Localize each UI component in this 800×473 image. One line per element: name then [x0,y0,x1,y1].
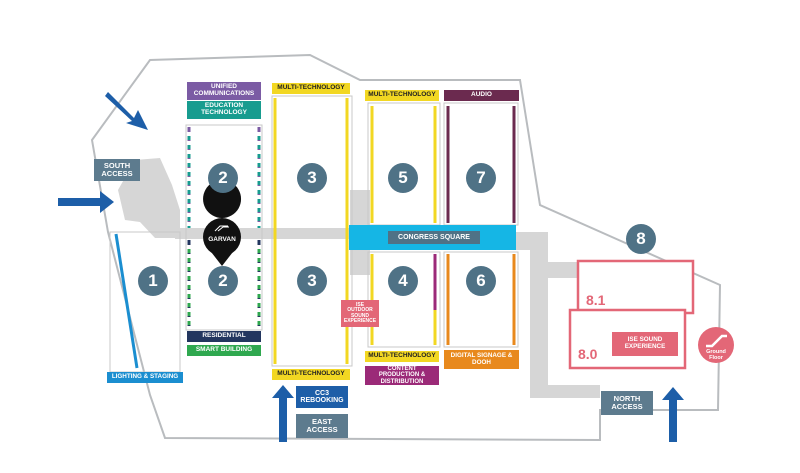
content-production-label: CONTENT PRODUCTION & DISTRIBUTION [365,366,439,385]
hall-4-number[interactable]: 4 [388,266,418,296]
hall-4-outline [367,251,441,348]
hall-3-bottom-number[interactable]: 3 [297,266,327,296]
hall-7-number[interactable]: 7 [466,163,496,193]
audio-label: AUDIO [444,90,519,101]
hall-8-1-label[interactable]: 8.1 [586,292,606,308]
hall-2-outline [185,124,263,331]
south-access-label[interactable]: SOUTH ACCESS [94,159,140,181]
ise-outdoor-sound-label[interactable]: ISE OUTDOOR SOUND EXPERIENCE [341,300,379,327]
hall-8-number[interactable]: 8 [626,224,656,254]
arrow-north-icon [662,387,684,442]
multi-technology-hall3-bottom-label: MULTI-TECHNOLOGY [272,369,350,380]
arrow-north-west-icon [105,92,148,130]
garvan-logo-icon [212,225,232,233]
hall-3-top-number[interactable]: 3 [297,163,327,193]
hall-6-outline [443,251,519,348]
hall-1-stripe [114,233,139,369]
hall-8-0-label[interactable]: 8.0 [578,346,598,362]
ground-floor-label: Ground Floor [706,349,726,361]
lighting-staging-label: LIGHTING & STAGING [107,372,183,383]
entrance-arrow-icon [58,92,684,442]
multi-technology-hall3-top-label: MULTI-TECHNOLOGY [272,83,350,94]
walkway-plaza-top [350,190,370,225]
hall-1-outline [109,231,181,373]
east-access-label[interactable]: EAST ACCESS [296,414,348,438]
education-technology-label: EDUCATION TECHNOLOGY [187,101,261,119]
hall-6-number[interactable]: 6 [466,266,496,296]
multi-technology-hall5-label: MULTI-TECHNOLOGY [365,90,439,101]
smart-building-label: SMART BUILDING [187,345,261,356]
hall-8-1-outline [576,259,695,315]
garvan-pin [203,180,242,266]
unified-communications-label: UNIFIED COMMUNICATIONS [187,82,261,100]
digital-signage-label: DIGITAL SIGNAGE & DOOH [444,350,519,369]
multi-technology-hall4-label: MULTI-TECHNOLOGY [365,351,439,362]
north-access-label[interactable]: NORTH ACCESS [601,391,653,415]
ise-sound-experience-label[interactable]: ISE SOUND EXPERIENCE [612,332,678,356]
congress-square-tag: CONGRESS SQUARE [388,231,480,244]
hall-5-number[interactable]: 5 [388,163,418,193]
arrow-east-icon [272,385,294,442]
garvan-name[interactable]: GARVAN [208,236,236,243]
hall-2-top-number[interactable]: 2 [208,163,238,193]
arrow-south-icon [58,191,114,213]
escalator-icon [706,334,727,348]
hall-2-bottom-number[interactable]: 2 [208,266,238,296]
residential-label: RESIDENTIAL [187,331,261,342]
hall-1-number[interactable]: 1 [138,266,168,296]
walkway-plaza-bottom [350,250,370,275]
cc3-rebooking-label[interactable]: CC3 REBOOKING [296,386,348,408]
